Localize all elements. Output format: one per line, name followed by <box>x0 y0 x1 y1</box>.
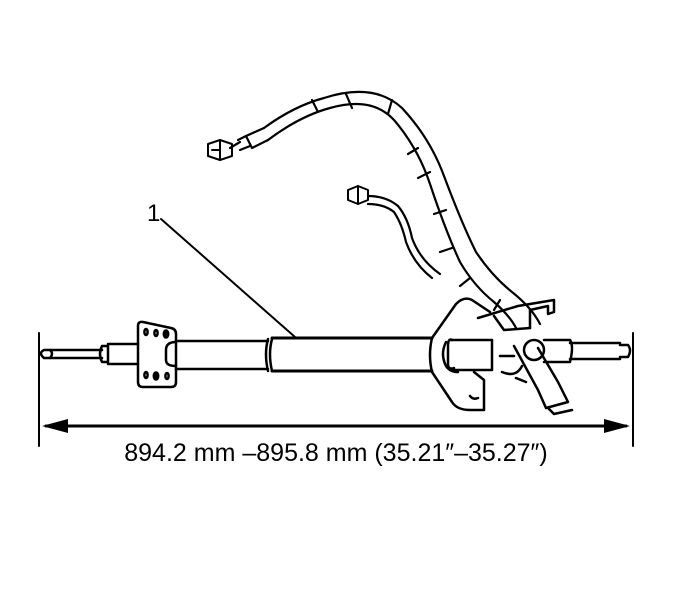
upper-shaft-end <box>568 341 632 361</box>
lower-shaft-end <box>39 342 140 366</box>
mounting-bracket <box>136 320 178 389</box>
dimension-label: 894.2 mm –895.8 mm (35.21″–35.27″) <box>124 439 548 467</box>
dimension-line <box>42 419 630 433</box>
harness-connector-1 <box>207 139 233 161</box>
callout-1-leader <box>160 218 296 338</box>
steering-shaft-tube <box>174 336 434 373</box>
column-housing <box>428 297 574 416</box>
harness-connector-2 <box>347 185 369 205</box>
wiring-harness <box>228 90 542 330</box>
callout-1-label: 1 <box>147 200 160 227</box>
